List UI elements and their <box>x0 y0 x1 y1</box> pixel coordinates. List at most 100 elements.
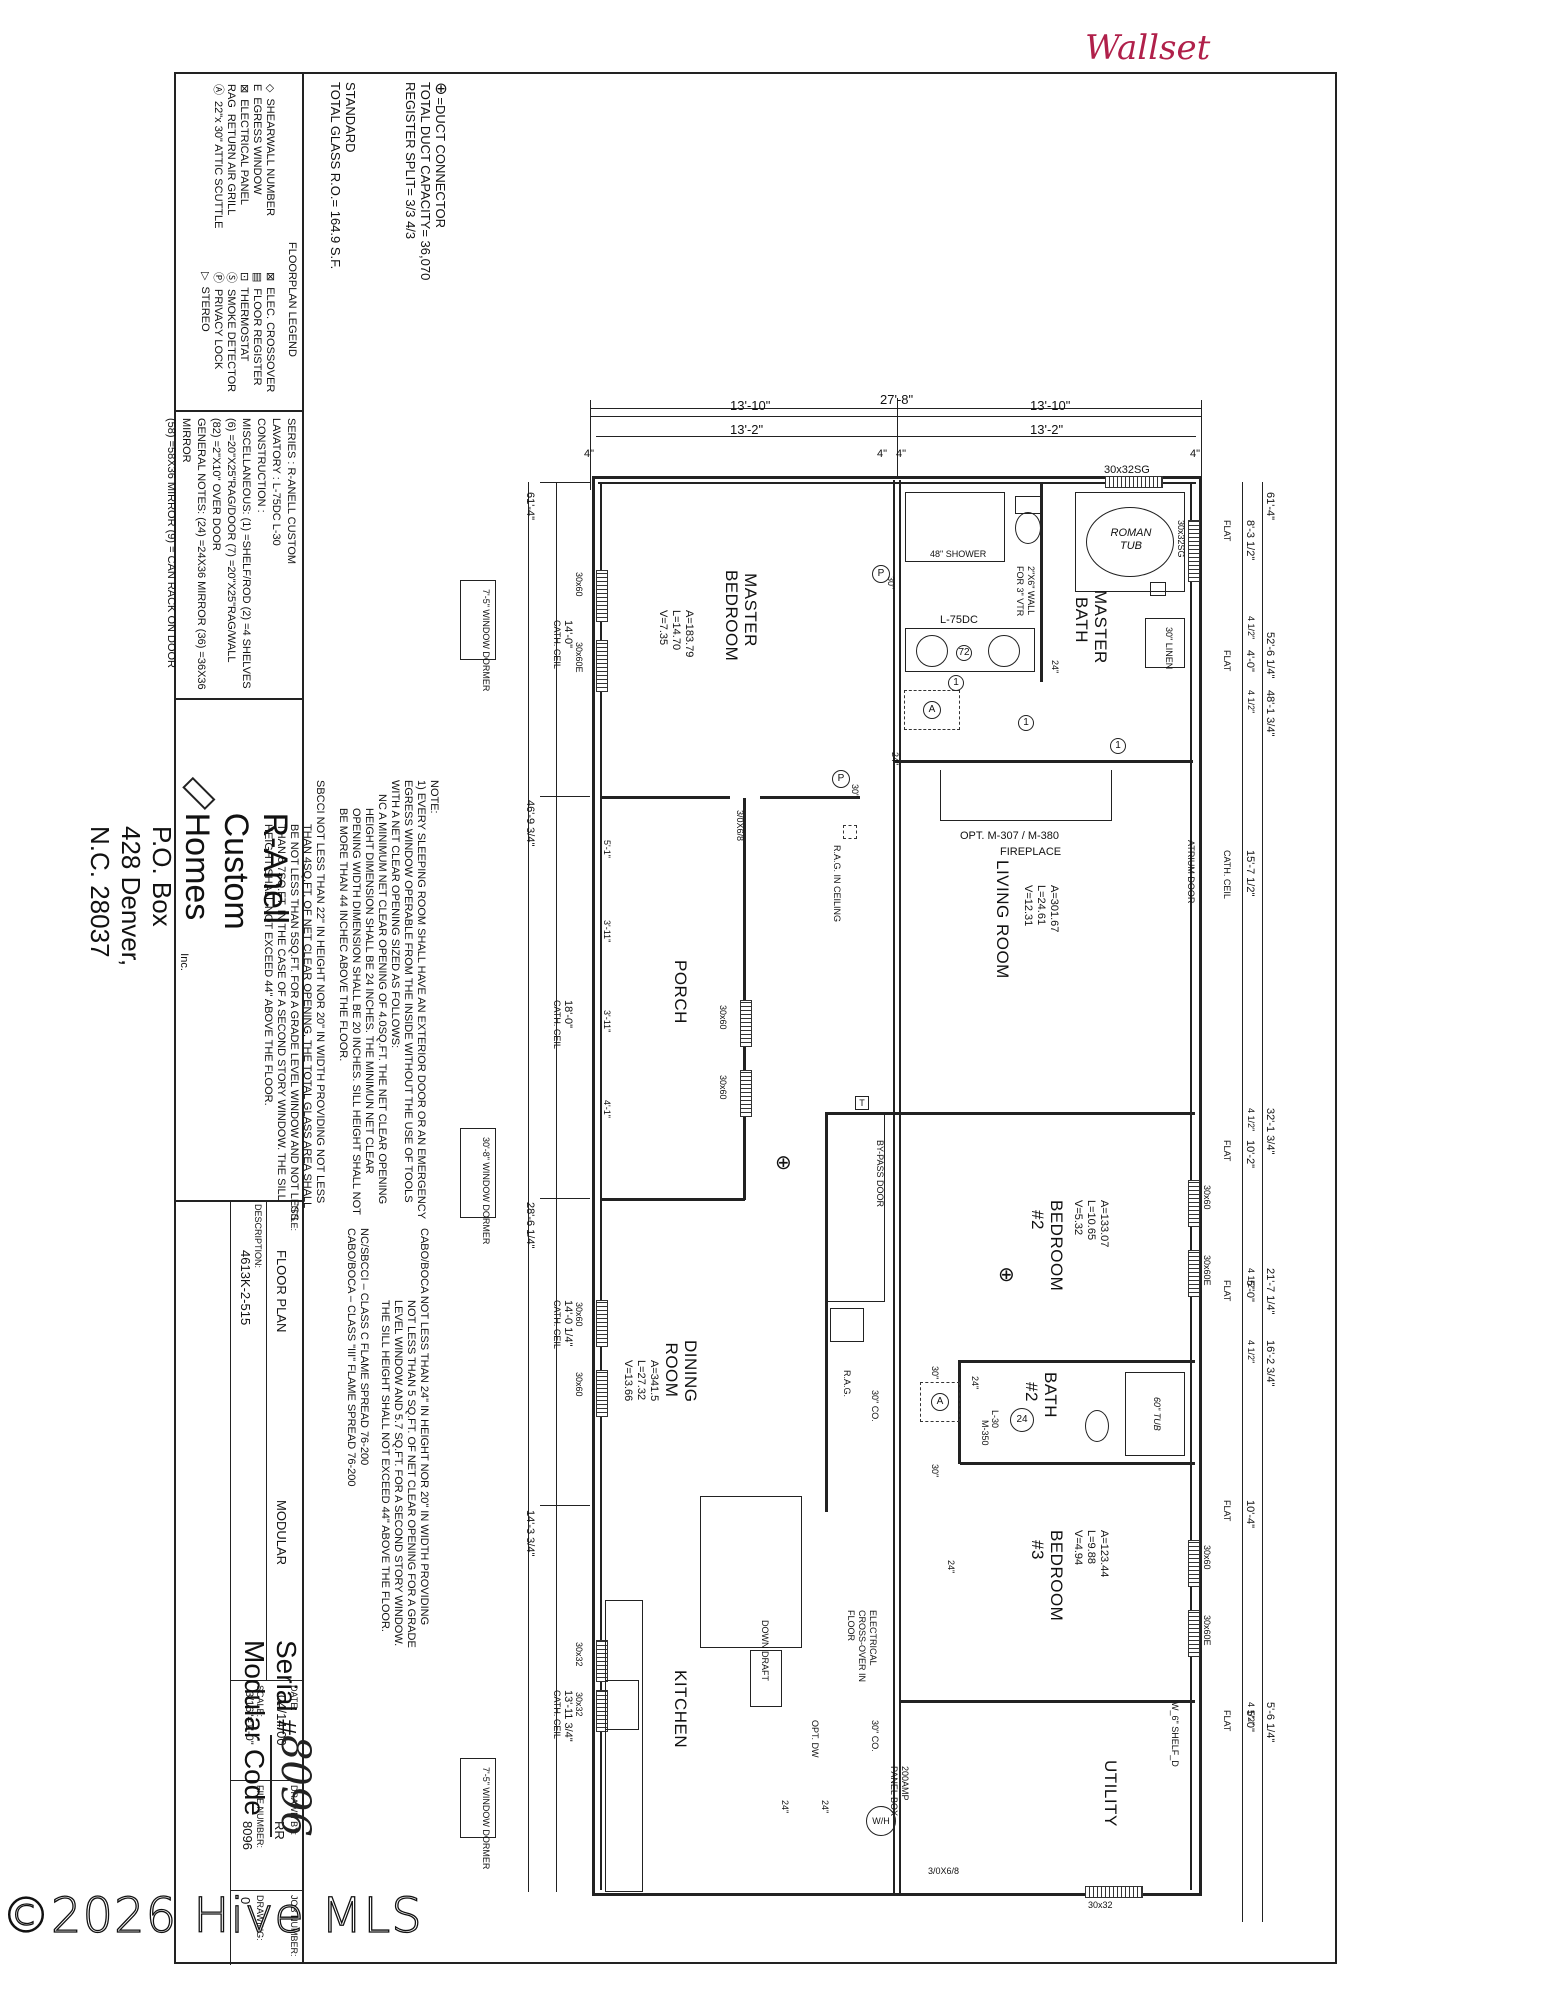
window-bed2-2 <box>1188 1250 1200 1297</box>
dormer-tag: 7'-5" WINDOW DORMER <box>460 1758 496 1869</box>
legend-title: FLOORPLAN LEGEND <box>286 242 298 357</box>
privacy-lock-icon: Ⓟ <box>212 272 224 283</box>
toilet-icon <box>1015 512 1041 544</box>
shelf-rod-icon: 1 <box>1018 715 1034 731</box>
wall-porch-inner <box>743 798 746 1200</box>
wall-living-bed2 <box>825 1112 1195 1115</box>
mirror-24-icon: 24 <box>1010 1408 1034 1432</box>
thermostat-icon: ⊡ <box>238 272 250 282</box>
toilet-icon <box>1085 1410 1109 1442</box>
window-bed3-1 <box>1188 1540 1200 1587</box>
window-master-bed-1 <box>596 570 608 622</box>
window-top <box>1105 476 1163 488</box>
company-address: P.O. Box 428 Denver, N.C. 28037 <box>85 826 177 967</box>
dormer-tag: 30'-8" WINDOW DORMER <box>460 1128 496 1244</box>
company-block: R-Anell Custom Homes Inc. P.O. Box 428 D… <box>85 700 302 1202</box>
drawing-description: 4613K-2-515 <box>238 1250 253 1326</box>
stereo-icon: ▷ <box>199 272 211 281</box>
cooktop <box>750 1650 782 1707</box>
wall-porch-dining <box>600 1198 745 1201</box>
water-heater: W/H <box>866 1806 896 1836</box>
overall-width-dim: 27'-8" <box>880 392 914 407</box>
wall-master-porch <box>600 796 730 799</box>
attic-scuttle-icon: Ⓐ <box>212 84 224 95</box>
glass-notes: STANDARD TOTAL GLASS R.O.= 164.9 S.F. <box>328 82 358 270</box>
marriage-line <box>893 480 895 1894</box>
wall-bed2-bath2 <box>960 1360 1195 1363</box>
building-outline <box>592 476 1202 1896</box>
window-master-bath <box>1188 520 1200 582</box>
room-dining-room: DINING ROOM <box>662 1340 700 1403</box>
kitchen-sink <box>605 1680 639 1730</box>
linen-closet: 30" LINEN <box>1145 618 1185 669</box>
drawing-sheet <box>174 72 1337 1964</box>
dormer-tag: 7'-5" WINDOW DORMER <box>460 580 496 691</box>
room-bedroom-2: BEDROOM #2 <box>1028 1200 1066 1291</box>
egress-window-icon: E <box>251 84 263 92</box>
attic-scuttle: A <box>920 1382 960 1422</box>
window-bed2-1 <box>1188 1180 1200 1227</box>
handwritten-note: Wallset <box>1085 28 1211 68</box>
room-kitchen: KITCHEN <box>671 1670 690 1749</box>
electrical-panel <box>830 1308 864 1342</box>
room-living-room: LIVING ROOM <box>993 860 1012 979</box>
series-block: SERIES : R-ANELL CUSTOM LAVATORY : L-75D… <box>165 410 304 700</box>
window-bed3-2 <box>1188 1610 1200 1657</box>
kitchen-counter <box>605 1600 643 1892</box>
fireplace <box>940 770 1112 821</box>
bypass-closet <box>825 1112 885 1302</box>
hvac-notes: ⊕=DUCT CONNECTOR TOTAL DUCT CAPACITY= 36… <box>403 82 449 281</box>
duct-connector-icon: ⊕ <box>775 1152 792 1174</box>
wall-closet <box>825 1112 828 1512</box>
privacy-lock-icon: P <box>832 770 850 788</box>
wall-bath-living <box>893 760 1193 763</box>
tub-60: 60" TUB <box>1125 1372 1185 1456</box>
privacy-lock-icon: P <box>872 565 890 583</box>
rag-icon <box>843 825 857 839</box>
window-dining-2 <box>596 1370 608 1417</box>
roman-tub: ROMAN TUB <box>1075 492 1185 592</box>
wall-bed3-utility <box>900 1700 1195 1703</box>
attic-scuttle: A <box>904 690 960 730</box>
elec-crossover-icon: ⊠ <box>264 272 276 282</box>
room-master-bath: MASTER BATH <box>1072 590 1110 664</box>
rag-icon: RAG <box>225 84 237 108</box>
shelf-rod-icon: 1 <box>948 675 964 691</box>
room-porch: PORCH <box>671 960 690 1024</box>
watermark: ©2026 Hive MLS <box>1 1887 423 1944</box>
room-master-bedroom: MASTER BEDROOM <box>722 570 760 662</box>
serial-annotation: Serial # 8096 Modular Code <box>239 1640 318 1837</box>
cabo-notes: CABO/BOCA NOT LESS THAN 24" IN HEIGHT NO… <box>345 1228 430 1648</box>
window-utility <box>1085 1886 1143 1898</box>
window-porch-1 <box>740 1000 752 1047</box>
kitchen-island <box>700 1496 802 1648</box>
floor-register-icon: ▤ <box>251 272 263 283</box>
room-bath-2: BATH #2 <box>1022 1372 1060 1419</box>
electrical-panel-icon: ⊠ <box>238 84 250 94</box>
smoke-detector-icon: Ⓢ <box>225 272 237 283</box>
company-logo-icon <box>182 776 216 810</box>
room-utility: UTILITY <box>1101 1760 1120 1827</box>
window-porch-2 <box>740 1070 752 1117</box>
shelf-rod-icon: 1 <box>1110 738 1126 754</box>
wall-bath2-bed3 <box>960 1462 1195 1465</box>
duct-connector-icon: ⊕ <box>432 82 449 96</box>
diamond-icon: ◇ <box>264 84 276 93</box>
window-dining-1 <box>596 1300 608 1347</box>
window-master-bed-2 <box>596 640 608 692</box>
room-bedroom-3: BEDROOM #3 <box>1028 1530 1066 1621</box>
serial-number: 8096 <box>270 1734 318 1837</box>
elec-crossover-icon <box>1150 582 1166 596</box>
dimension-line <box>590 408 1202 409</box>
legend-right-column: ⊠ELEC. CROSSOVER ▤FLOOR REGISTER ⊡THERMO… <box>199 272 276 393</box>
thermostat-icon: T <box>855 1096 869 1110</box>
title-block: R-Anell Custom Homes Inc. P.O. Box 428 D… <box>85 700 304 1965</box>
shower: 48" SHOWER <box>905 492 1005 562</box>
vanity-master: 72 <box>905 628 1035 672</box>
